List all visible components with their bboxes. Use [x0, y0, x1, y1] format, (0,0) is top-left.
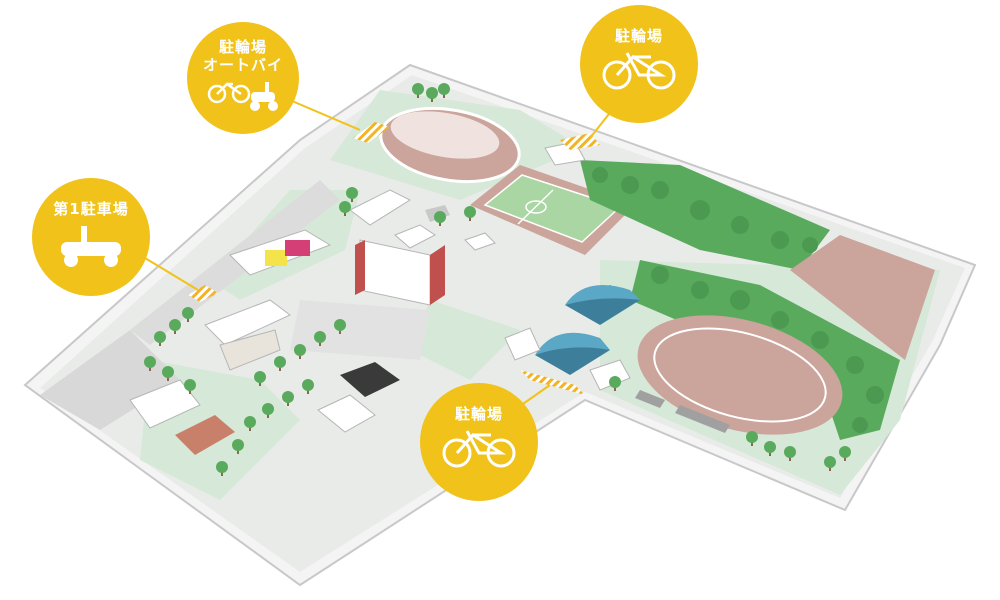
soccer-center-circle: [525, 200, 547, 214]
callout-bicycle-parking-south[interactable]: 駐輪場: [420, 383, 538, 501]
callout-label: 駐輪場: [218, 38, 267, 56]
callout-label: 駐輪場: [614, 27, 663, 45]
parking-zone-north-west: [353, 122, 390, 143]
grass-center: [410, 300, 520, 380]
leader-line-3: [139, 254, 199, 291]
leader-line-1: [284, 97, 361, 131]
baseball-outfield: [390, 111, 500, 159]
scooter-icon: [61, 226, 121, 267]
running-track: [637, 315, 843, 435]
gym-dome-south: [535, 332, 610, 375]
west-parking-lot: [40, 330, 180, 430]
bicycle-icon: [602, 52, 676, 90]
callout-label: 第1駐車場: [53, 200, 129, 218]
west-building-complex: [204, 229, 332, 371]
parking-zone-car: [188, 285, 218, 302]
callout-car-parking-1[interactable]: 第1駐車場: [32, 178, 150, 296]
bicycle-icon: [207, 82, 278, 111]
callout-label: 駐輪場: [454, 405, 503, 423]
parking-zone-south: [520, 370, 585, 395]
south-buildings: [129, 327, 730, 455]
gym-dome-north: [565, 285, 640, 325]
forest-texture: [592, 167, 884, 433]
callout-bicycle-parking-north[interactable]: 駐輪場: [580, 5, 698, 123]
bicycle-icon: [442, 430, 516, 468]
main-building: [355, 239, 445, 306]
east-dirt-field: [790, 235, 935, 360]
soccer-halfway-line: [517, 189, 554, 225]
callout-bicycle-motorbike-parking[interactable]: 駐輪場 オートバイ: [187, 22, 299, 134]
running-track-inner: [653, 327, 827, 423]
callout-sublabel: オートバイ: [202, 56, 283, 74]
west-road: [130, 180, 340, 345]
central-plaza: [290, 300, 430, 360]
